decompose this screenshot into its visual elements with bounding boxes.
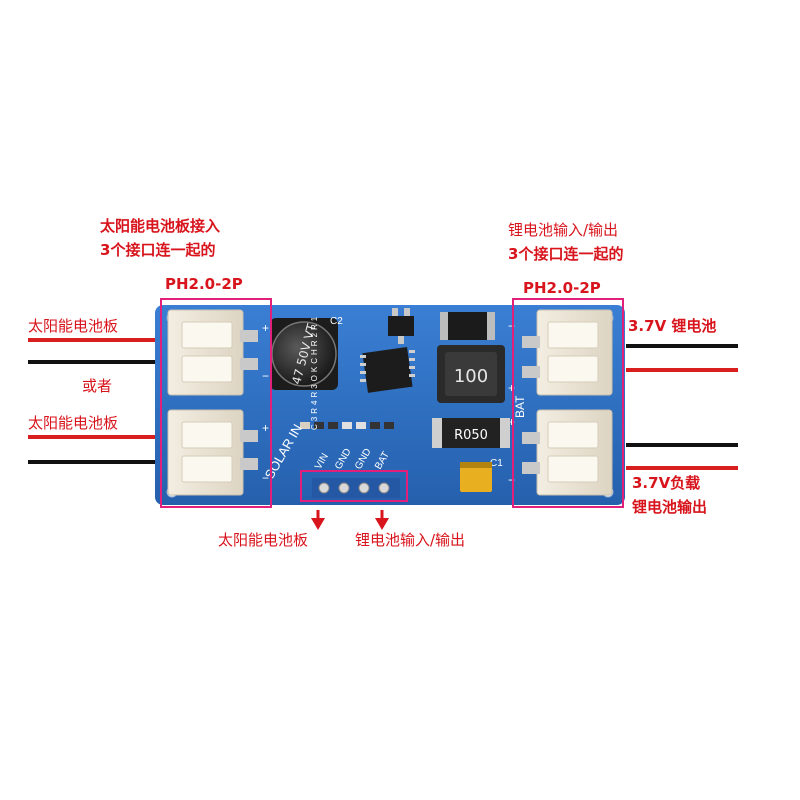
ph-right-label: PH2.0-2P [523, 279, 601, 297]
svg-text:−: − [262, 369, 269, 383]
smd-parts [300, 422, 394, 429]
svg-text:+: + [262, 321, 269, 335]
small-component-labels: C3R4R3OKCHR2R1 [310, 314, 319, 430]
solar-panel-top-label: 太阳能电池板 [28, 317, 119, 335]
battery-bottom-red-wire [626, 466, 738, 470]
transistor [388, 316, 414, 336]
battery-top-red-wire [626, 368, 738, 372]
battery-37v-label: 3.7V 锂电池 [628, 317, 717, 335]
battery-top-black-wire [626, 344, 738, 348]
load-37v-label: 3.7V负载 [632, 474, 701, 492]
solar-top-black-wire [28, 360, 160, 364]
three-ports-connected-right-label: 3个接口连一起的 [508, 244, 623, 264]
resistor-label: R050 [454, 428, 488, 443]
right-connector-frame [512, 298, 624, 508]
battery-connector-bottom [522, 409, 613, 496]
solar-top-red-wire [28, 338, 160, 342]
solar-panel-connect-label: 太阳能电池板接入 [100, 217, 221, 235]
solar-bottom-black-wire [28, 460, 160, 464]
bat-label: BAT [513, 395, 527, 418]
left-connector-frame [160, 298, 272, 508]
three-ports-text: 个接口连一起的 [110, 241, 216, 259]
three-ports-connected-label: 3个接口连一起的 [100, 240, 215, 260]
shunt-resistor: R050 [432, 418, 510, 448]
c2-label: C2 [330, 316, 343, 327]
solar-connector-bottom [167, 409, 258, 496]
lithium-io-top-label: 锂电池输入/输出 [508, 221, 619, 239]
bottom-solar-label: 太阳能电池板 [218, 531, 309, 549]
power-inductor: 100 [437, 345, 505, 403]
solar-bottom-red-wire [28, 435, 160, 439]
tantalum-capacitor [460, 462, 492, 492]
ph-left-label: PH2.0-2P [165, 275, 243, 293]
three-ports-right-number: 3 [508, 245, 519, 263]
battery-connector-top [522, 309, 613, 396]
three-ports-number: 3 [100, 241, 111, 259]
svg-text:−: − [508, 319, 515, 333]
charger-ic [360, 346, 415, 393]
svg-text:+: + [508, 381, 515, 395]
svg-text:−: − [262, 471, 269, 485]
svg-text:−: − [508, 473, 515, 487]
pin-header [312, 478, 400, 498]
solar-connector-top [167, 309, 258, 396]
svg-text:+: + [508, 415, 515, 429]
battery-bottom-black-wire [626, 443, 738, 447]
c1-label: C1 [490, 458, 503, 469]
pin-header-frame [300, 470, 408, 502]
or-label: 或者 [82, 377, 113, 395]
svg-text:+: + [262, 421, 269, 435]
bottom-lithium-label: 锂电池输入/输出 [355, 531, 466, 549]
diode [440, 312, 495, 340]
solar-panel-bottom-label: 太阳能电池板 [28, 414, 119, 432]
battery-output-label: 锂电池输出 [632, 498, 708, 516]
inductor-label: 100 [454, 366, 488, 387]
electrolytic-capacitor: 47 50V VT [270, 318, 338, 390]
three-ports-right-text: 个接口连一起的 [518, 245, 624, 263]
